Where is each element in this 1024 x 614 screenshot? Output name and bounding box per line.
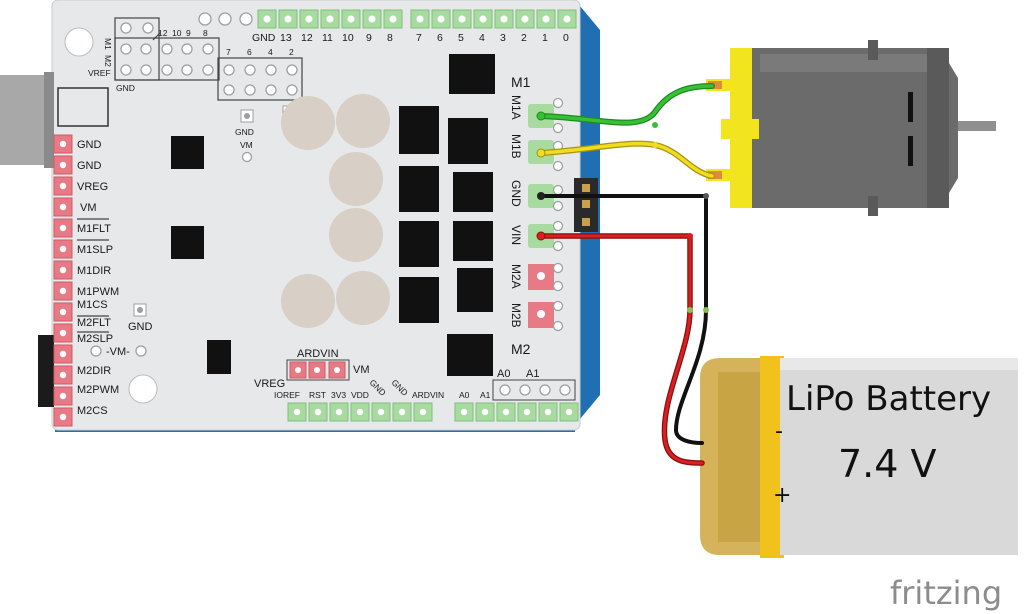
label-vm-small: -VM- xyxy=(106,346,130,358)
svg-text:A1: A1 xyxy=(480,390,491,400)
capacitors xyxy=(281,94,390,328)
mount-hole xyxy=(128,374,158,404)
side-pin-header xyxy=(53,134,73,427)
wire-black xyxy=(539,194,708,445)
svg-text:6: 6 xyxy=(437,32,443,44)
svg-text:13: 13 xyxy=(280,32,292,44)
label-m2: M2 xyxy=(103,55,113,67)
svg-text:M2A: M2A xyxy=(509,264,523,289)
battery-minus: - xyxy=(775,419,783,444)
svg-text:M2DIR: M2DIR xyxy=(77,365,111,377)
ic-chips xyxy=(171,54,495,376)
wires xyxy=(538,83,715,466)
svg-text:IOREF: IOREF xyxy=(274,390,300,400)
svg-text:10: 10 xyxy=(342,32,354,44)
svg-text:ARDVIN: ARDVIN xyxy=(412,390,444,400)
svg-text:8: 8 xyxy=(387,32,393,44)
label-9: 9 xyxy=(186,28,191,38)
label-6: 6 xyxy=(247,47,252,57)
svg-text:2: 2 xyxy=(521,32,527,44)
svg-text:3V3: 3V3 xyxy=(331,390,346,400)
svg-text:12: 12 xyxy=(301,32,313,44)
svg-text:VM: VM xyxy=(80,202,97,214)
lipo-battery xyxy=(700,356,1018,558)
svg-text:M1CS: M1CS xyxy=(77,299,108,311)
svg-text:A0: A0 xyxy=(459,390,470,400)
label-vreg: VREG xyxy=(254,378,285,390)
svg-text:5: 5 xyxy=(458,32,464,44)
svg-text:GND: GND xyxy=(77,139,102,151)
svg-text:M1DIR: M1DIR xyxy=(77,265,111,277)
svg-text:M2FLT: M2FLT xyxy=(77,317,111,329)
svg-text:3: 3 xyxy=(500,32,506,44)
label-m1: M1 xyxy=(103,38,113,50)
label-vm: VM xyxy=(353,364,370,376)
motor-terminal-labels: M1A M1B GND VIN M2A M2B xyxy=(509,95,523,328)
top-header-labels: GND 13 12 11 10 9 8 7 6 5 4 3 2 1 0 xyxy=(252,32,569,44)
top-header xyxy=(198,9,577,29)
label-gnd-small: GND xyxy=(128,321,153,333)
svg-text:GND: GND xyxy=(509,180,523,207)
svg-text:VDD: VDD xyxy=(351,390,369,400)
svg-text:9: 9 xyxy=(366,32,372,44)
side-pin-labels: GND GND VREG VM M1FLT M1SLP M1DIR M1PWM … xyxy=(77,139,119,417)
svg-text:7: 7 xyxy=(416,32,422,44)
svg-text:M1B: M1B xyxy=(509,134,523,159)
svg-text:M1FLT: M1FLT xyxy=(77,223,111,235)
power-jack xyxy=(38,335,54,407)
svg-text:VREG: VREG xyxy=(77,181,108,193)
label-m1-title: M1 xyxy=(511,74,531,90)
svg-text:M1SLP: M1SLP xyxy=(77,244,113,256)
svg-text:RST: RST xyxy=(309,390,326,400)
dc-motor xyxy=(706,40,996,216)
reset-outline xyxy=(57,87,109,127)
svg-text:GND: GND xyxy=(77,160,102,172)
svg-text:11: 11 xyxy=(322,32,333,44)
battery-title: LiPo Battery xyxy=(786,379,991,419)
svg-text:M1PWM: M1PWM xyxy=(77,286,119,298)
label-a1: A1 xyxy=(526,368,539,380)
battery-plus: + xyxy=(773,483,791,508)
label-7: 7 xyxy=(226,47,231,57)
label-gnd-jumper: GND xyxy=(116,83,135,93)
svg-text:0: 0 xyxy=(563,32,569,44)
svg-text:M1A: M1A xyxy=(509,95,523,120)
usb-connector xyxy=(0,75,48,165)
svg-text:GND: GND xyxy=(252,32,276,44)
label-vref: VREF xyxy=(88,68,111,78)
label-4: 4 xyxy=(268,47,273,57)
battery-voltage: 7.4 V xyxy=(838,442,937,486)
svg-text:M2CS: M2CS xyxy=(77,405,108,417)
label-ardvin-top: ARDVIN xyxy=(297,348,339,360)
jumper-pins xyxy=(120,22,298,96)
svg-text:VIN: VIN xyxy=(509,225,523,245)
svg-text:4: 4 xyxy=(479,32,485,44)
svg-text:M2PWM: M2PWM xyxy=(77,384,119,396)
fritzing-logo: fritzing xyxy=(890,574,1002,612)
label-a0: A0 xyxy=(497,368,510,380)
label-mid-gnd: GND xyxy=(235,127,254,137)
label-mid-vm: VM xyxy=(240,140,253,150)
label-8: 8 xyxy=(203,28,208,38)
wire-junctions xyxy=(536,111,709,313)
mount-hole xyxy=(64,27,94,57)
svg-text:M2B: M2B xyxy=(509,303,523,328)
label-12: 12 xyxy=(158,28,168,38)
label-2: 2 xyxy=(289,47,294,57)
bottom-header xyxy=(287,402,579,422)
label-10: 10 xyxy=(172,28,182,38)
label-m2-title: M2 xyxy=(511,341,531,357)
svg-text:1: 1 xyxy=(542,32,548,44)
svg-text:M2SLP: M2SLP xyxy=(77,333,113,345)
